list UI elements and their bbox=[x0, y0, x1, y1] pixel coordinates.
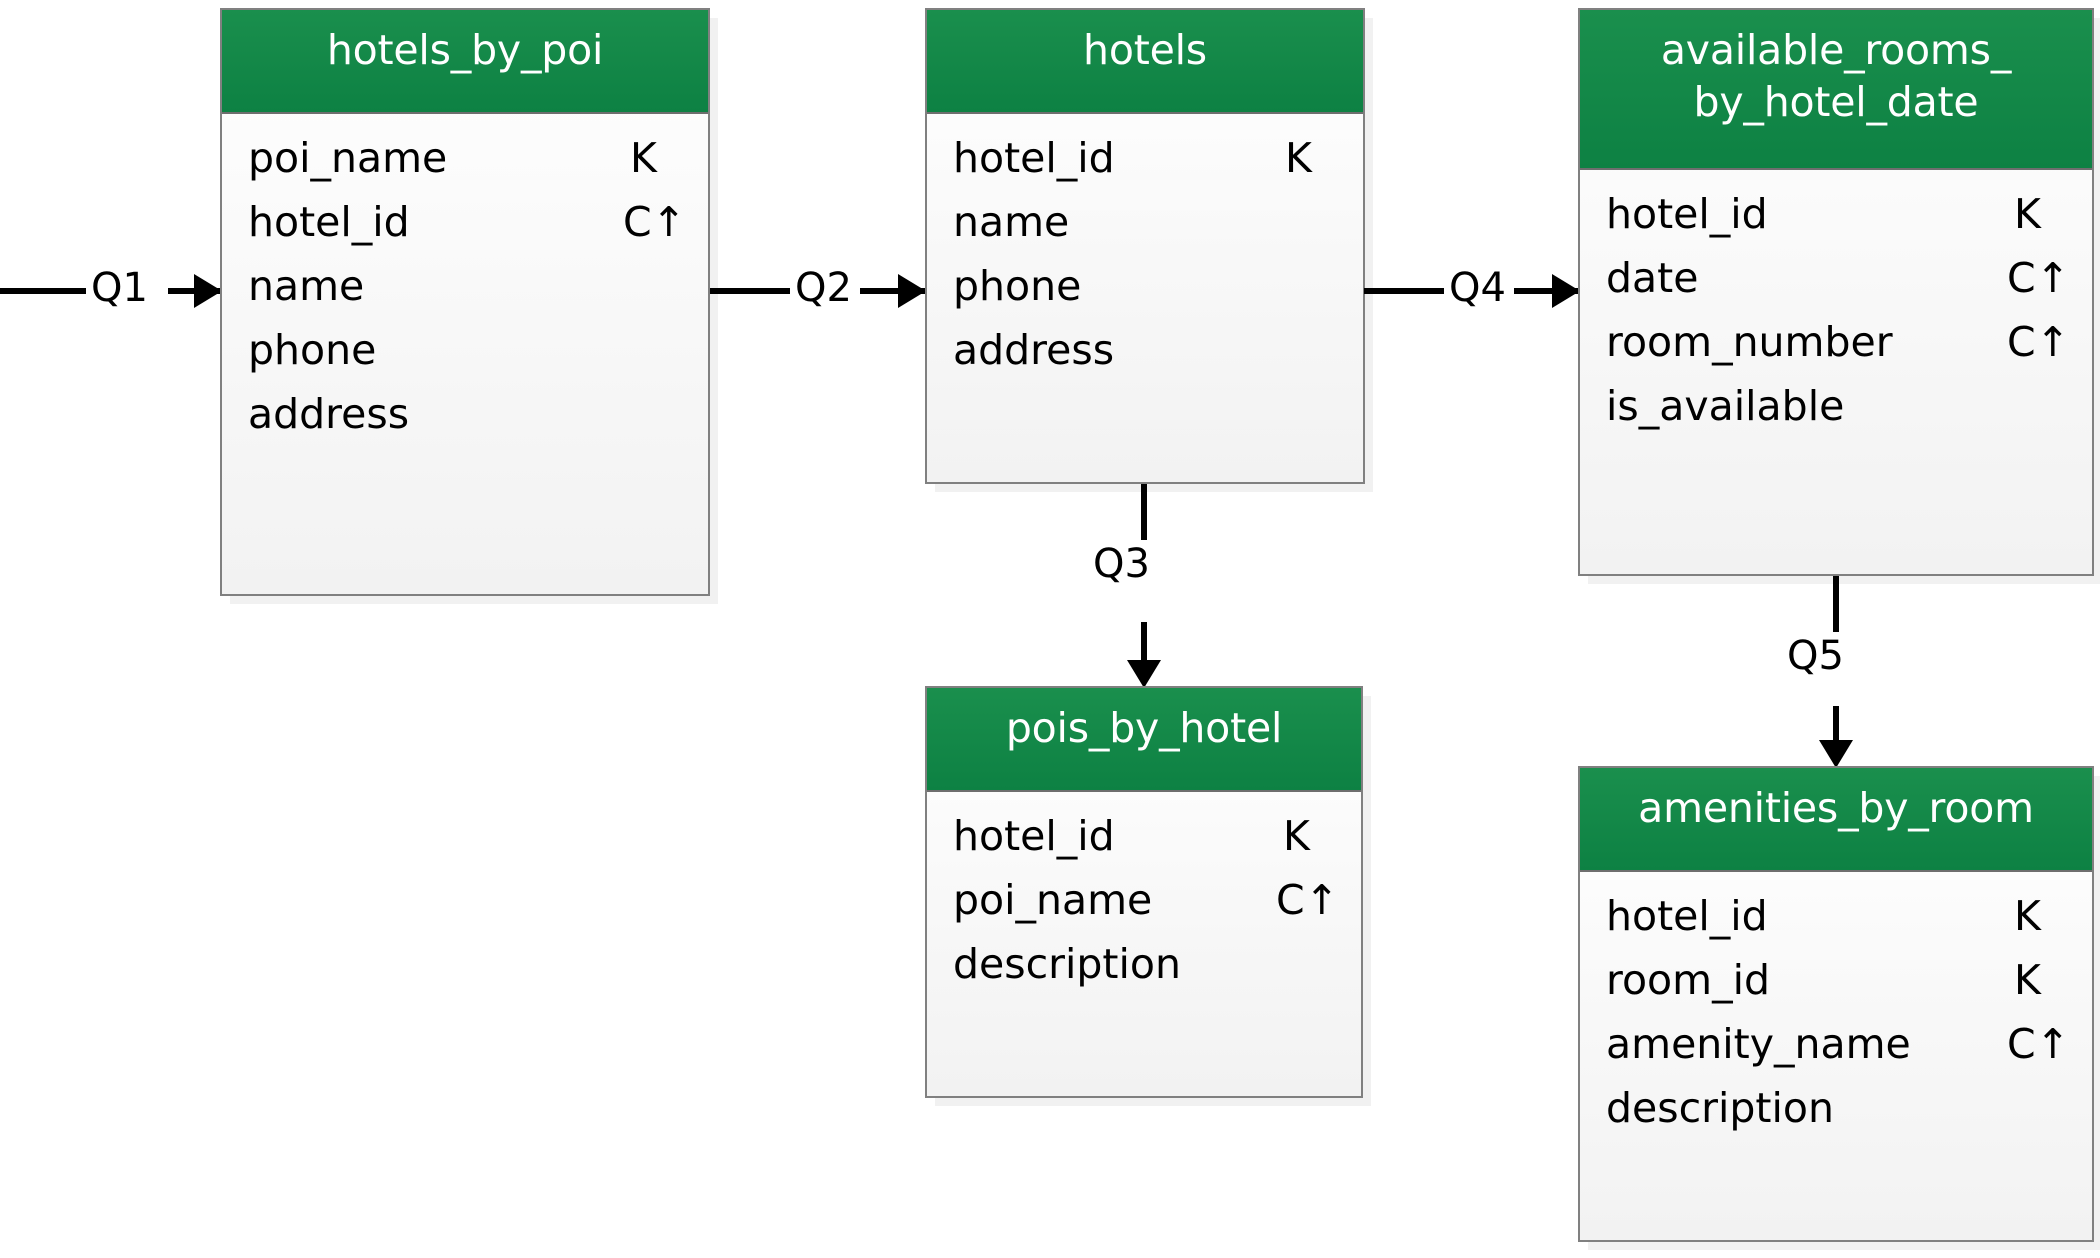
field-name: hotel_id bbox=[248, 198, 410, 246]
field-name: hotel_id bbox=[953, 812, 1115, 860]
field-name: name bbox=[248, 262, 365, 310]
table-row: room_id K bbox=[1580, 948, 2092, 1012]
field-key-marker: C↑ bbox=[2007, 254, 2070, 302]
table-row: poi_name K bbox=[222, 126, 708, 190]
field-name: address bbox=[953, 326, 1115, 374]
field-key-marker: C↑ bbox=[623, 198, 686, 246]
field-name: hotel_id bbox=[1606, 190, 1768, 238]
field-name: room_number bbox=[1606, 318, 1893, 366]
table-title-pois-by-hotel: pois_by_hotel bbox=[927, 688, 1361, 792]
table-fields-available-rooms-by-hotel-date: hotel_id K date C↑ room_number C↑ is_ava… bbox=[1580, 170, 2092, 456]
table-row: address bbox=[927, 318, 1363, 382]
table-available-rooms-by-hotel-date[interactable]: available_rooms_ by_hotel_date hotel_id … bbox=[1578, 8, 2094, 576]
connector-q3-arrowhead bbox=[1127, 660, 1161, 688]
table-row: description bbox=[1580, 1076, 2092, 1140]
field-key-marker: K bbox=[630, 134, 657, 182]
table-row: hotel_id K bbox=[927, 804, 1361, 868]
table-row: hotel_id K bbox=[927, 126, 1363, 190]
connector-q4-line-left bbox=[1364, 288, 1448, 294]
table-fields-hotels: hotel_id K name phone address bbox=[927, 114, 1363, 400]
table-fields-amenities-by-room: hotel_id K room_id K amenity_name C↑ des… bbox=[1580, 872, 2092, 1158]
field-name: amenity_name bbox=[1606, 1020, 1911, 1068]
connector-q5-line-bottom bbox=[1833, 706, 1839, 748]
table-row: phone bbox=[222, 318, 708, 382]
field-key-marker: C↑ bbox=[2007, 318, 2070, 366]
connector-q5-arrowhead bbox=[1819, 740, 1853, 768]
table-fields-hotels-by-poi: poi_name K hotel_id C↑ name phone addres… bbox=[222, 114, 708, 464]
table-row: poi_name C↑ bbox=[927, 868, 1361, 932]
field-name: address bbox=[248, 390, 410, 438]
table-hotels[interactable]: hotels hotel_id K name phone address bbox=[925, 8, 1365, 484]
connector-q4-line-right bbox=[1514, 288, 1580, 294]
table-row: amenity_name C↑ bbox=[1580, 1012, 2092, 1076]
field-key-marker: C↑ bbox=[1276, 876, 1339, 924]
connector-q3-line-top bbox=[1141, 484, 1147, 540]
connector-q5-line-top bbox=[1833, 576, 1839, 632]
field-name: description bbox=[1606, 1084, 1834, 1132]
connector-q3-label: Q3 bbox=[1088, 544, 1155, 584]
field-name: poi_name bbox=[953, 876, 1153, 924]
table-row: phone bbox=[927, 254, 1363, 318]
field-name: phone bbox=[953, 262, 1082, 310]
field-name: hotel_id bbox=[1606, 892, 1768, 940]
field-key-marker: K bbox=[2014, 892, 2041, 940]
table-row: hotel_id C↑ bbox=[222, 190, 708, 254]
table-title-hotels-by-poi: hotels_by_poi bbox=[222, 10, 708, 114]
table-row: name bbox=[927, 190, 1363, 254]
connector-q4-label: Q4 bbox=[1444, 268, 1511, 308]
table-title-hotels: hotels bbox=[927, 10, 1363, 114]
table-row: is_available bbox=[1580, 374, 2092, 438]
table-title-available-rooms-by-hotel-date: available_rooms_ by_hotel_date bbox=[1580, 10, 2092, 170]
table-hotels-by-poi[interactable]: hotels_by_poi poi_name K hotel_id C↑ nam… bbox=[220, 8, 710, 596]
field-name: hotel_id bbox=[953, 134, 1115, 182]
table-row: hotel_id K bbox=[1580, 182, 2092, 246]
connector-q5-label: Q5 bbox=[1782, 636, 1849, 676]
table-title-amenities-by-room: amenities_by_room bbox=[1580, 768, 2092, 872]
table-amenities-by-room[interactable]: amenities_by_room hotel_id K room_id K a… bbox=[1578, 766, 2094, 1242]
field-name: poi_name bbox=[248, 134, 448, 182]
field-key-marker: K bbox=[1283, 812, 1310, 860]
field-name: name bbox=[953, 198, 1070, 246]
field-key-marker: K bbox=[1285, 134, 1312, 182]
table-row: name bbox=[222, 254, 708, 318]
table-row: date C↑ bbox=[1580, 246, 2092, 310]
connector-q1-arrowhead bbox=[194, 274, 222, 308]
table-row: address bbox=[222, 382, 708, 446]
table-row: room_number C↑ bbox=[1580, 310, 2092, 374]
table-row: hotel_id K bbox=[1580, 884, 2092, 948]
connector-q1-line-left bbox=[0, 288, 108, 294]
table-pois-by-hotel[interactable]: pois_by_hotel hotel_id K poi_name C↑ des… bbox=[925, 686, 1363, 1098]
connector-q2-line-right bbox=[860, 288, 926, 294]
table-fields-pois-by-hotel: hotel_id K poi_name C↑ description bbox=[927, 792, 1361, 1014]
field-name: date bbox=[1606, 254, 1699, 302]
field-name: description bbox=[953, 940, 1181, 988]
connector-q2-arrowhead bbox=[898, 274, 926, 308]
connector-q2-label: Q2 bbox=[790, 268, 857, 308]
connector-q1-label: Q1 bbox=[86, 268, 153, 308]
field-name: is_available bbox=[1606, 382, 1845, 430]
field-key-marker: K bbox=[2014, 956, 2041, 1004]
connector-q2-line-left bbox=[710, 288, 794, 294]
field-name: room_id bbox=[1606, 956, 1770, 1004]
field-key-marker: C↑ bbox=[2007, 1020, 2070, 1068]
connector-q4-arrowhead bbox=[1552, 274, 1580, 308]
connector-q3-line-bottom bbox=[1141, 622, 1147, 670]
field-name: phone bbox=[248, 326, 377, 374]
field-key-marker: K bbox=[2014, 190, 2041, 238]
table-row: description bbox=[927, 932, 1361, 996]
